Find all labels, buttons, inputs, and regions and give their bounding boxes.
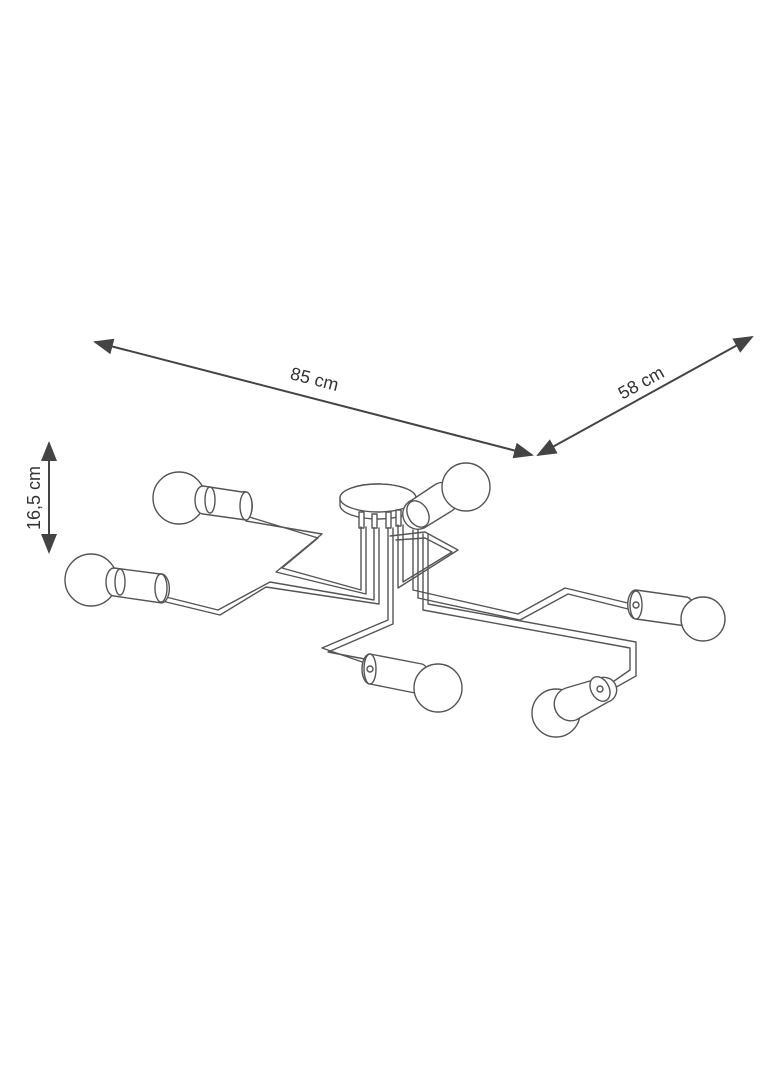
- depth-arrow: [536, 336, 754, 456]
- lamp-top-left: [152, 471, 253, 525]
- width-arrow: [93, 338, 534, 459]
- lamp-top-right: [402, 462, 491, 530]
- bulb: [441, 462, 491, 512]
- depth-dimension: 58 cm: [536, 336, 754, 456]
- bulb: [413, 663, 463, 713]
- lamp-right: [627, 589, 726, 642]
- lamp-bottom-right: [531, 676, 618, 738]
- lamp-left: [64, 553, 171, 607]
- ceiling-lamp-illustration: [64, 462, 726, 738]
- lamp-bottom-center: [361, 653, 463, 713]
- height-label: 16,5 cm: [24, 466, 44, 530]
- bulb: [680, 596, 726, 642]
- width-dimension: 85 cm: [93, 338, 534, 459]
- width-label: 85 cm: [288, 363, 340, 395]
- height-dimension: 16,5 cm: [24, 441, 57, 554]
- lamp-arms: [161, 515, 637, 695]
